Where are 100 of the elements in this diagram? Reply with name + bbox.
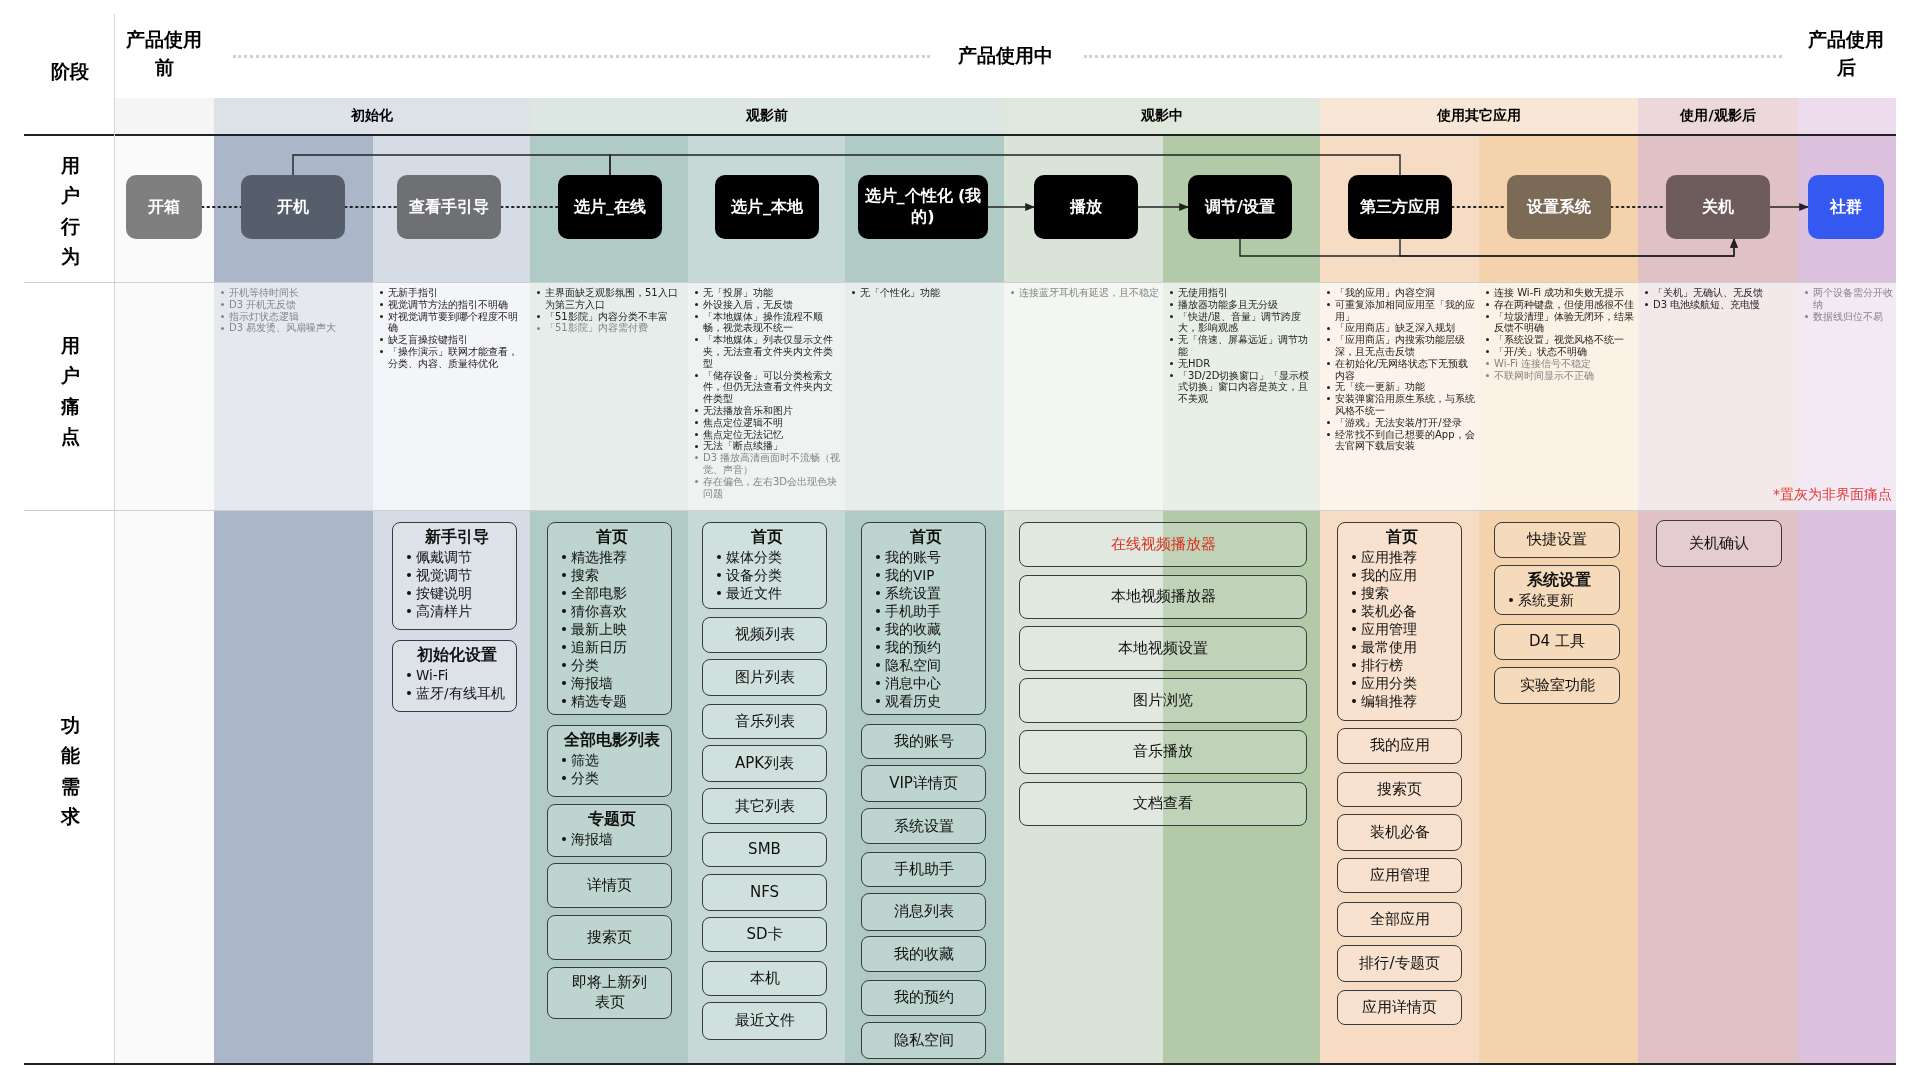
connector-line [292, 154, 611, 176]
arrow [987, 203, 1035, 211]
phase-label: 观影中 [1140, 107, 1184, 125]
step-box: 设置系统 [1507, 175, 1611, 239]
pain-point-text: 无法播放音乐和图片 [703, 404, 793, 417]
pain-point-text: 「51影院」内容需付费 [545, 322, 648, 335]
pain-point-text: 无「统一更新」功能 [1335, 381, 1425, 393]
pain-point-text: 视觉调节方法的指引不明确 [388, 298, 508, 311]
step-box: 播放 [1034, 175, 1138, 239]
connector-line [609, 154, 1401, 176]
list-item: 应用推荐 [1361, 548, 1417, 567]
list-item: 编辑推荐 [1361, 692, 1417, 711]
feature-box: 即将上新列表页 [547, 967, 672, 1019]
list-item: 猜你喜欢 [571, 602, 627, 621]
feature-box: 音乐列表 [702, 703, 827, 740]
pain-point-text: 安装弹窗沿用原生系统，与系统风格不统一 [1335, 393, 1476, 417]
pain-point-text: 「本地媒体」操作流程不顺畅，视觉表现不统一 [703, 310, 824, 334]
pain-point-text: 无「个性化」功能 [860, 287, 940, 299]
feature-box [1494, 564, 1620, 615]
step-box: 选片_本地 [715, 175, 819, 239]
box-heading: 系统设置 [1526, 569, 1592, 591]
box-heading: 初始化设置 [415, 645, 498, 667]
pain-point-text: 开机等待时间长 [229, 287, 299, 299]
feature-box: 本机 [702, 960, 827, 997]
feature-box [392, 522, 517, 631]
list-item: 系统更新 [1518, 590, 1574, 609]
feature-box: VIP详情页 [861, 765, 986, 802]
feature-box: 快捷设置 [1494, 522, 1620, 559]
dotted-connector [344, 206, 398, 208]
step-box: 第三方应用 [1348, 175, 1452, 239]
list-item: 排行榜 [1361, 656, 1403, 675]
box-heading: 首页 [749, 527, 784, 549]
feature-box: 视频列表 [702, 616, 827, 653]
pain-point-text: 「垃圾清理」体验无闭环，结果反馈不明确 [1494, 310, 1635, 334]
feature-box: 隐私空间 [861, 1022, 986, 1059]
pain-point-text: 连接 Wi-Fi 成功和失败无提示 [1494, 287, 1625, 299]
feature-box [702, 522, 827, 610]
pain-point-text: 对视觉调节要到哪个程度不明确 [388, 310, 519, 334]
list-item: 视觉调节 [416, 566, 472, 585]
list-item: 我的VIP [885, 566, 935, 585]
list-item: 筛选 [571, 750, 599, 769]
step-box: 查看手引导 [397, 175, 501, 239]
pain-point-text: 经常找不到自己想要的App，会去官网下载后安装 [1335, 428, 1476, 453]
step-box: 社群 [1808, 175, 1884, 239]
list-item: 搜索 [1361, 584, 1389, 603]
row-label: 功能需求 [59, 713, 81, 830]
list-item: 我的收藏 [885, 620, 941, 639]
feature-box: 我的账号 [861, 723, 986, 760]
feature-box: 全部应用 [1337, 901, 1462, 937]
row-label: 用户痛点 [59, 333, 81, 450]
pain-point-text: 「操作演示」联网才能查看，分类、内容、质量待优化 [388, 346, 519, 370]
list-item: 按键说明 [416, 584, 472, 603]
list-item: 观看历史 [885, 692, 941, 711]
pain-point-text: 数据线归位不易 [1813, 310, 1883, 323]
arrow [1399, 238, 1738, 257]
feature-box: 实验室功能 [1494, 667, 1620, 704]
feature-box: 关机确认 [1656, 520, 1782, 567]
dotted-connector [201, 206, 242, 208]
pain-point-text: 焦点定位逻辑不明 [703, 416, 783, 429]
phase-label: 使用其它应用 [1436, 107, 1522, 125]
list-item: 最新上映 [571, 620, 627, 639]
feature-box [547, 804, 672, 858]
feature-box: 其它列表 [702, 788, 827, 825]
list-item: 佩戴调节 [416, 548, 472, 567]
box-heading: 首页 [1384, 527, 1419, 549]
feature-box [547, 724, 672, 798]
feature-box: SD卡 [702, 917, 827, 953]
list-item: 海报墙 [571, 674, 613, 693]
pain-point-text: 无「倍速、屏幕远近」调节功能 [1178, 334, 1309, 358]
list-item: 分类 [571, 768, 599, 787]
feature-box: NFS [702, 874, 827, 911]
list-item: Wi-Fi [416, 666, 449, 685]
pain-point-text: D3 开机无反馈 [229, 298, 297, 311]
list-item: 精选推荐 [571, 548, 627, 567]
feature-box: 手机助手 [861, 851, 986, 888]
header-text: 产品使用前 [125, 27, 203, 80]
feature-box: 我的收藏 [861, 936, 986, 973]
pain-point-text: 缺乏盲操按键指引 [388, 334, 468, 346]
feature-box: 图片列表 [702, 659, 827, 696]
pain-point-text: 存在两种键盘，但使用感很不佳 [1494, 298, 1634, 311]
pain-point-text: D3 播放高清画面时不流畅（视觉、声音） [703, 452, 842, 476]
pain-point-text: D3 易发烫、风扇噪声大 [229, 322, 337, 335]
feature-box: SMB [702, 831, 827, 868]
pain-point-text: 无「投屏」功能 [703, 287, 773, 299]
feature-box: 消息列表 [861, 893, 986, 931]
feature-box [1337, 522, 1462, 721]
pain-point-text: 「系统设置」视觉风格不统一 [1494, 334, 1624, 346]
feature-box [392, 640, 517, 712]
row-label: 用户行为 [59, 153, 81, 270]
list-item: 我的预约 [885, 638, 941, 657]
list-item: 精选专题 [571, 692, 627, 711]
header-text: 产品使用后 [1807, 27, 1885, 80]
list-item: 分类 [571, 656, 599, 675]
pain-point-text: 在初始化/无网络状态下无预载内容 [1335, 357, 1470, 381]
header-text: 阶段 [50, 59, 90, 84]
list-item: 手机助手 [885, 602, 941, 621]
pain-point-text: 可重复添加相同应用至「我的应用」 [1335, 298, 1476, 322]
feature-box: 系统设置 [861, 808, 986, 845]
pain-point-text: 外设接入后，无反馈 [703, 298, 793, 311]
feature-box: 我的应用 [1337, 728, 1462, 764]
